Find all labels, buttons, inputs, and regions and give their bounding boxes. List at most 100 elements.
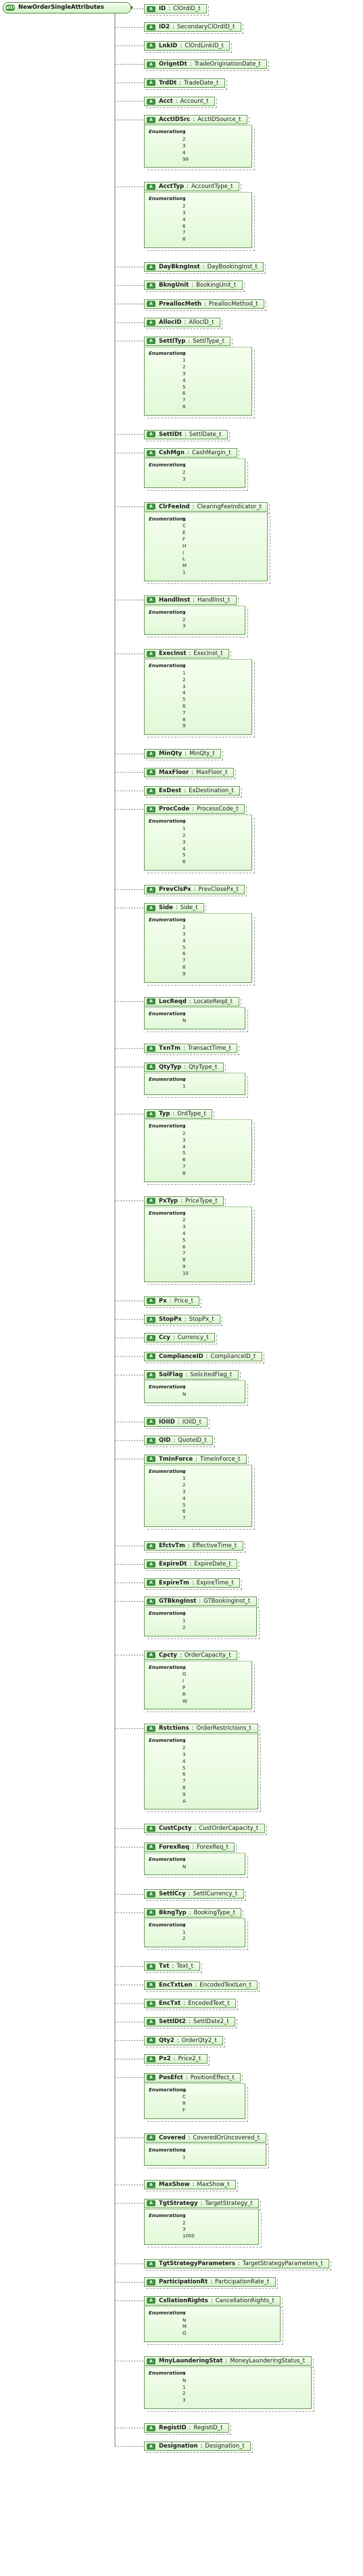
attribute-box[interactable]: ASolFlag:SolicitedFlag_t (144, 1370, 239, 1380)
attribute-box[interactable]: ATgtStrategyParameters:TargetStrategyPar… (144, 2259, 329, 2268)
attribute-header[interactable]: ATrdDt:TradeDate_t (144, 78, 279, 90)
attribute-covered[interactable]: ACovered:CoveredOrUncovered_tEnumeration… (144, 2133, 279, 2168)
attribute-cpcty[interactable]: ACpcty:OrderCapacity_tEnumerationsAGIPRW (144, 1650, 279, 1713)
attribute-box[interactable]: AEfctvTm:EffectiveTime_t (144, 1541, 243, 1551)
attribute-header[interactable]: ATxt:Text_t (144, 1962, 279, 1974)
attribute-header[interactable]: AEncTxt:EncodedText_t (144, 1999, 279, 2010)
attribute-header[interactable]: ASolFlag:SolicitedFlag_t (144, 1370, 279, 1382)
attribute-header[interactable]: ATxnTm:TransactTime_t (144, 1044, 279, 1056)
attribute-box[interactable]: ATrdDt:TradeDate_t (144, 78, 225, 88)
attribute-box[interactable]: APosEfct:PositionEffect_t (144, 2072, 241, 2083)
attribute-custcpcty[interactable]: ACustCpcty:CustOrderCapacity_t (144, 1824, 279, 1836)
attribute-box[interactable]: AExecInst:ExecInst_t (144, 649, 229, 659)
attribute-allocid[interactable]: AAllocID:AllocID_t (144, 318, 279, 330)
attribute-tgtstrategyparameters[interactable]: ATgtStrategyParameters:TargetStrategyPar… (144, 2259, 331, 2270)
attribute-box[interactable]: APrevClsPx:PrevClosePx_t (144, 885, 245, 894)
attribute-box[interactable]: AAcct:Account_t (144, 97, 215, 106)
attribute-box[interactable]: AAcctIDSrc:AcctIDSource_t (144, 115, 247, 125)
attribute-header[interactable]: ATgtStrategy:TargetStrategy_t (144, 2198, 279, 2210)
attribute-box[interactable]: AExpireDt:ExpireDate_t (144, 1559, 237, 1570)
attribute-header[interactable]: APxTyp:PriceType_t (144, 1196, 279, 1208)
attribute-header[interactable]: AMinQty:MinQty_t (144, 749, 279, 761)
attribute-txntm[interactable]: ATxnTm:TransactTime_t (144, 1044, 279, 1056)
attribute-header[interactable]: APx2:Price2_t (144, 2054, 279, 2066)
attribute-px2[interactable]: APx2:Price2_t (144, 2054, 279, 2066)
attribute-header[interactable]: AMnyLaunderingStat:MoneyLaunderingStatus… (144, 2356, 314, 2368)
attribute-header[interactable]: AProcCode:ProcessCode_t (144, 804, 279, 817)
attribute-header[interactable]: ACcy:Currency_t (144, 1333, 279, 1345)
attribute-box[interactable]: AEncTxt:EncodedText_t (144, 1999, 236, 2008)
attribute-box[interactable]: AHandlInst:HandlInst_t (144, 595, 237, 605)
attribute-origntdt[interactable]: AOrigntDt:TradeOriginationDate_t (144, 59, 279, 72)
attribute-expiredt[interactable]: AExpireDt:ExpireDate_t (144, 1559, 279, 1572)
attribute-bkngunit[interactable]: ABkngUnit:BookingUnit_t (144, 281, 279, 293)
attribute-proccode[interactable]: AProcCode:ProcessCode_tEnumerations01234… (144, 804, 279, 873)
attribute-cxllationrights[interactable]: ACxllationRights:CancellationRights_tEnu… (144, 2295, 283, 2346)
attribute-box[interactable]: ACustCpcty:CustOrderCapacity_t (144, 1824, 265, 1834)
attribute-box[interactable]: AID:ClOrdID_t (144, 4, 207, 14)
attribute-header[interactable]: APrevClsPx:PrevClosePx_t (144, 885, 279, 896)
attribute-box[interactable]: ADayBkngInst:DayBookingInst_t (144, 262, 264, 272)
attribute-cshmgn[interactable]: ACshMgn:CashMargin_tEnumerations123 (144, 448, 279, 491)
attribute-header[interactable]: ARstctions:OrderRestrictions_t (144, 1724, 279, 1736)
attribute-header[interactable]: AParticipationRt:ParticipationRate_t (144, 2277, 279, 2289)
attribute-header[interactable]: AAcct:Account_t (144, 97, 279, 108)
attribute-header[interactable]: ATyp:OrdType_t (144, 1109, 279, 1121)
attribute-header[interactable]: AMaxShow:MaxShow_t (144, 2180, 279, 2192)
attribute-box[interactable]: AComplianceID:ComplianceID_t (144, 1351, 262, 1361)
attribute-header[interactable]: ALocReqd:LocateReqd_t (144, 996, 279, 1008)
attribute-daybknginst[interactable]: ADayBkngInst:DayBookingInst_t (144, 262, 279, 274)
attribute-header[interactable]: ATgtStrategyParameters:TargetStrategyPar… (144, 2259, 331, 2270)
attribute-locreqd[interactable]: ALocReqd:LocateReqd_tEnumerationsYN (144, 996, 279, 1032)
attribute-box[interactable]: AExDest:ExDestination_t (144, 786, 240, 796)
attribute-header[interactable]: APreallocMeth:PreallocMethod_t (144, 299, 279, 311)
attribute-header[interactable]: ATmInForce:TimeInForce_t (144, 1454, 279, 1466)
attribute-header[interactable]: AForexReq:ForexReq_t (144, 1842, 279, 1854)
attribute-box[interactable]: ACcy:Currency_t (144, 1333, 215, 1343)
attribute-minqty[interactable]: AMinQty:MinQty_t (144, 749, 279, 761)
attribute-box[interactable]: AForexReq:ForexReq_t (144, 1842, 235, 1852)
attribute-bkngtyp[interactable]: ABkngTyp:BookingType_tEnumerations012 (144, 1907, 279, 1951)
attribute-header[interactable]: ABkngTyp:BookingType_t (144, 1907, 279, 1920)
attribute-header[interactable]: ADesignation:Designation_t (144, 2441, 279, 2454)
attribute-settlccy[interactable]: ASettlCcy:SettlCurrency_t (144, 1889, 279, 1901)
attribute-acct[interactable]: AAcct:Account_t (144, 97, 279, 108)
attribute-header[interactable]: ARegistID:RegistID_t (144, 2423, 279, 2435)
attribute-qid[interactable]: AQID:QuoteID_t (144, 1436, 279, 1448)
attribute-designation[interactable]: ADesignation:Designation_t (144, 2441, 279, 2454)
attribute-header[interactable]: AExpireDt:ExpireDate_t (144, 1559, 279, 1572)
attribute-box[interactable]: APx2:Price2_t (144, 2054, 208, 2064)
attribute-settldt[interactable]: ASettlDt:SettlDate_t (144, 429, 279, 441)
attribute-header[interactable]: AQtyTyp:QtyType_t (144, 1062, 279, 1074)
attribute-header[interactable]: AExDest:ExDestination_t (144, 786, 279, 798)
attribute-box[interactable]: AID2:SecondaryClOrdID_t (144, 22, 241, 32)
attribute-header[interactable]: ASettlDt:SettlDate_t (144, 429, 279, 441)
attribute-box[interactable]: AOrigntDt:TradeOriginationDate_t (144, 59, 267, 70)
attribute-box[interactable]: ATyp:OrdType_t (144, 1109, 212, 1119)
attribute-tgtstrategy[interactable]: ATgtStrategy:TargetStrategy_tEnumeration… (144, 2198, 279, 2248)
attribute-header[interactable]: ASide:Side_t (144, 903, 279, 915)
attribute-box[interactable]: AStopPx:StopPx_t (144, 1315, 220, 1324)
attribute-participationrt[interactable]: AParticipationRt:ParticipationRate_t (144, 2277, 279, 2289)
attribute-header[interactable]: ACshMgn:CashMargin_t (144, 448, 279, 460)
attribute-ioiid[interactable]: AIOIID:IOIID_t (144, 1417, 279, 1429)
attribute-box[interactable]: ACpcty:OrderCapacity_t (144, 1650, 237, 1660)
attribute-stoppx[interactable]: AStopPx:StopPx_t (144, 1315, 279, 1326)
attribute-header[interactable]: AClrFeeInd:ClearingFeeIndicator_t (144, 502, 279, 514)
attribute-header[interactable]: ABkngUnit:BookingUnit_t (144, 281, 279, 293)
attribute-px[interactable]: APx:Price_t (144, 1296, 279, 1308)
attribute-box[interactable]: ASide:Side_t (144, 903, 204, 913)
attribute-box[interactable]: AExpireTm:ExpireTime_t (144, 1578, 240, 1588)
attribute-box[interactable]: AQID:QuoteID_t (144, 1436, 213, 1446)
attribute-tminforce[interactable]: ATmInForce:TimeInForce_tEnumerations0123… (144, 1454, 279, 1530)
attribute-acctidsrc[interactable]: AAcctIDSrc:AcctIDSource_tEnumerations123… (144, 115, 279, 171)
attribute-box[interactable]: ASettlTyp:SettlType_t (144, 336, 231, 346)
attribute-box[interactable]: AEncTxtLen:EncodedTextLen_t (144, 1980, 258, 1990)
attribute-header[interactable]: ASettlCcy:SettlCurrency_t (144, 1889, 279, 1901)
attribute-box[interactable]: APxTyp:PriceType_t (144, 1196, 224, 1206)
attribute-box[interactable]: AAcctTyp:AccountType_t (144, 182, 239, 192)
attribute-preallocmeth[interactable]: APreallocMeth:PreallocMethod_t (144, 299, 279, 311)
attribute-ccy[interactable]: ACcy:Currency_t (144, 1333, 279, 1345)
attribute-box[interactable]: ABkngUnit:BookingUnit_t (144, 281, 243, 291)
attribute-box[interactable]: AMaxShow:MaxShow_t (144, 2180, 236, 2190)
